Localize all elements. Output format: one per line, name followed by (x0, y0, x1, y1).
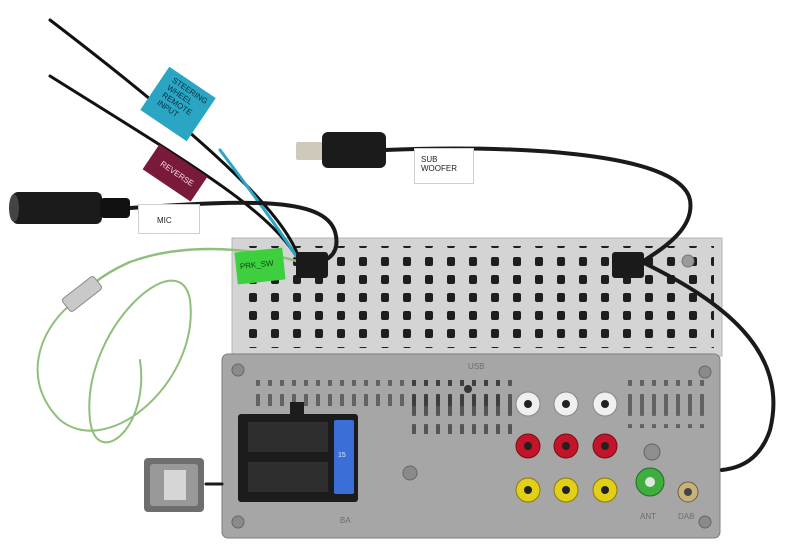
sub-woofer-tag-line1: SUB (421, 155, 438, 164)
fuse (334, 420, 354, 494)
sub-woofer-tag: SUB WOOFER (414, 148, 474, 184)
prk-sw-tag: PRK_SW (234, 247, 286, 285)
antenna-label: ANT (640, 512, 656, 521)
usb-connector (144, 458, 204, 512)
iso-connector (238, 402, 358, 502)
dab-socket (677, 481, 699, 503)
fuse-label: 15 (338, 452, 346, 459)
sub-woofer-tag-line2: WOOFER (421, 164, 457, 173)
cable-grommet-right (612, 252, 644, 278)
rca-jacks (515, 391, 618, 503)
antenna-socket (635, 443, 665, 497)
mic-plug (9, 192, 130, 224)
mic-tag: MIC (138, 204, 200, 234)
usb-panel-label: USB (468, 362, 485, 371)
battery-label: BA (340, 516, 351, 525)
dab-label: DAB (678, 512, 695, 521)
cable-grommet-left (296, 252, 328, 278)
sub-woofer-plug (296, 132, 386, 168)
spade-connector (62, 276, 102, 312)
